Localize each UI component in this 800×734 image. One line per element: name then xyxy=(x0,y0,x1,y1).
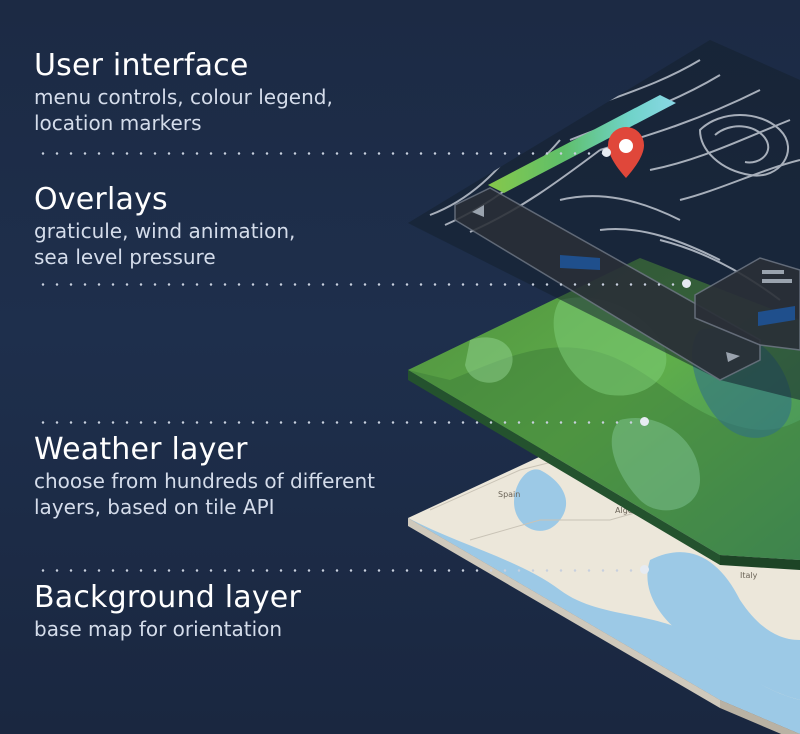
label-weather-layer: Weather layer choose from hundreds of di… xyxy=(34,432,375,520)
layer-title: User interface xyxy=(34,48,249,83)
layer-description-line: layers, based on tile API xyxy=(34,495,275,519)
arrow-left-icon xyxy=(472,205,484,217)
sea-area xyxy=(408,518,800,734)
leader-line xyxy=(36,283,681,286)
sea-area-north xyxy=(514,469,567,531)
layer-title: Weather layer xyxy=(34,432,248,467)
map-label-spain: Spain xyxy=(498,490,520,499)
leader-endpoint xyxy=(640,565,649,574)
layer-description-line: location markers xyxy=(34,111,202,135)
label-background-layer: Background layer base map for orientatio… xyxy=(34,580,301,642)
arrow-right-icon xyxy=(726,352,740,362)
leader-endpoint xyxy=(602,148,611,157)
leader-line xyxy=(36,152,606,155)
map-label-italy: Italy xyxy=(740,571,758,580)
leader-line xyxy=(36,421,636,424)
layer-description-line: menu controls, colour legend, xyxy=(34,85,333,109)
layer-description-line: base map for orientation xyxy=(34,617,283,641)
layer-description-line: sea level pressure xyxy=(34,245,216,269)
leader-endpoint xyxy=(640,417,649,426)
layer-title: Overlays xyxy=(34,182,168,217)
sea-area-east xyxy=(647,552,800,700)
leader-endpoint xyxy=(682,279,691,288)
layer-description-line: choose from hundreds of different xyxy=(34,469,375,493)
layer-description-line: graticule, wind animation, xyxy=(34,219,296,243)
colour-legend-bar xyxy=(488,95,676,193)
location-marker-icon xyxy=(608,127,644,178)
layer-title: Background layer xyxy=(34,580,301,615)
leader-line xyxy=(36,569,636,572)
label-overlays: Overlays graticule, wind animation, sea … xyxy=(34,182,295,270)
label-user-interface: User interface menu controls, colour leg… xyxy=(34,48,333,136)
